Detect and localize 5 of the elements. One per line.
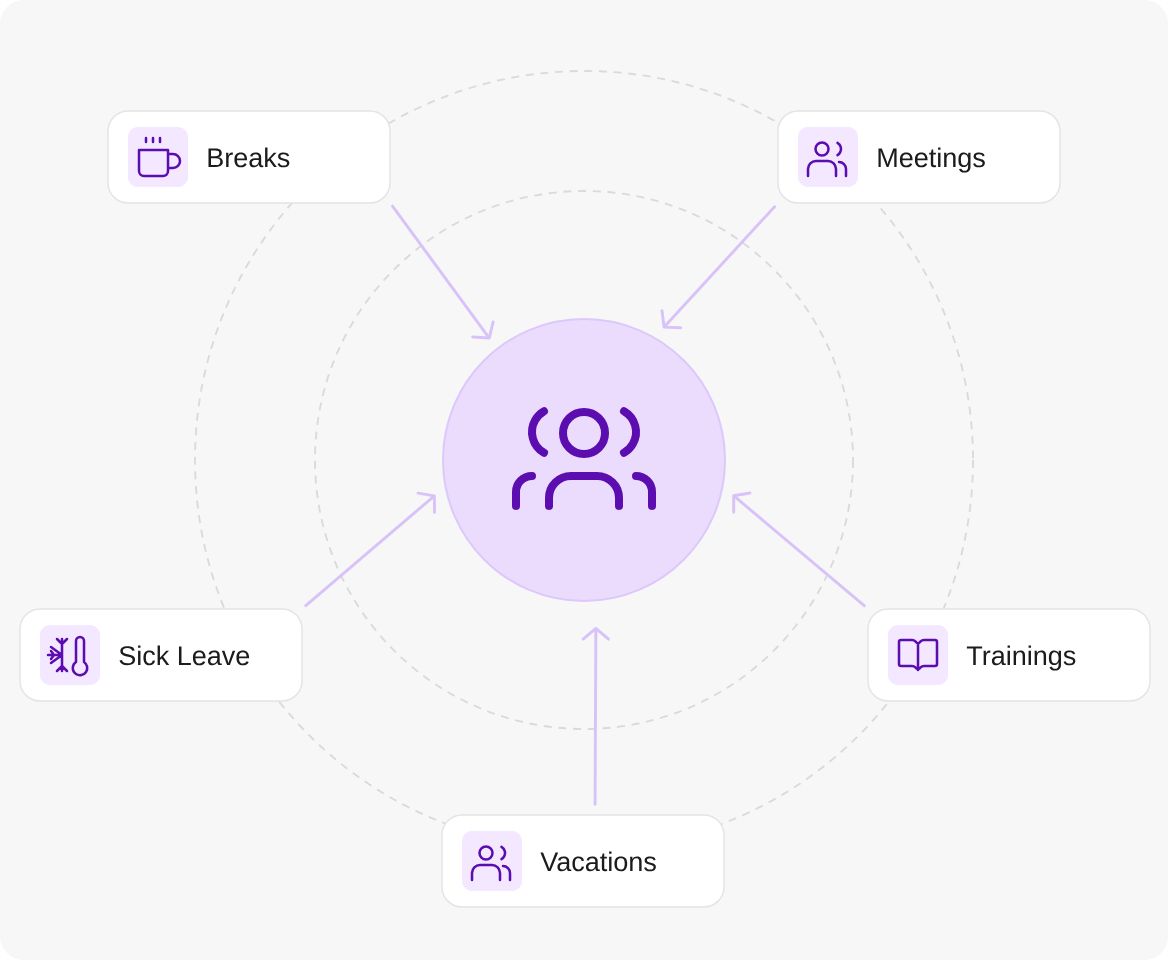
arrow bbox=[660, 205, 777, 330]
arrow bbox=[304, 491, 436, 608]
arrow bbox=[391, 204, 495, 340]
arrow bbox=[581, 627, 610, 806]
arrow bbox=[732, 491, 866, 608]
